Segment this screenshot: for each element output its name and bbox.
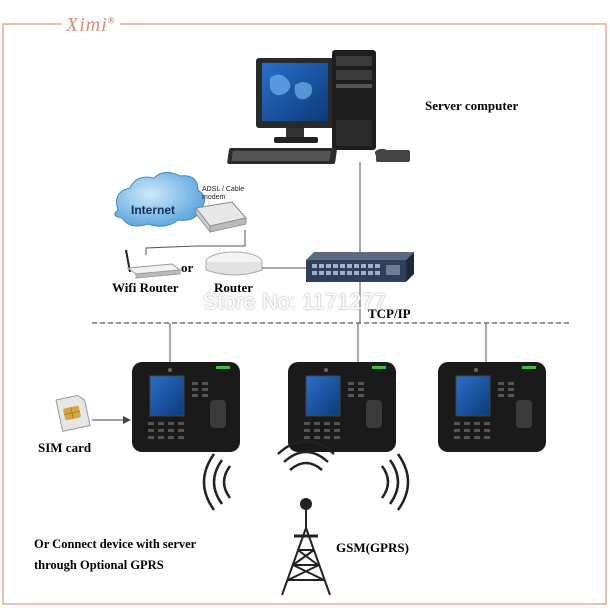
terminal-device-1 <box>132 362 240 452</box>
server-computer-label: Server computer <box>425 98 519 113</box>
gsm-label: GSM(GPRS) <box>336 540 409 555</box>
brand-logo: Ximi® <box>62 14 120 37</box>
adsl-modem <box>195 201 247 234</box>
or-label: or <box>181 260 194 275</box>
internet-cloud <box>114 172 205 227</box>
sim-card <box>55 394 91 432</box>
gprs-note-line1: Or Connect device with server <box>34 537 197 551</box>
terminal-device-3 <box>438 362 546 452</box>
network-switch <box>306 252 414 282</box>
gprs-note-line2: through Optional GPRS <box>34 558 164 572</box>
signal-waves-icon <box>202 439 410 511</box>
server-computer <box>227 50 410 164</box>
modem-link <box>196 230 246 247</box>
router-device <box>205 251 263 276</box>
store-watermark: Store No: 1171277 <box>203 289 387 314</box>
router-link <box>145 245 197 255</box>
internet-label: Internet <box>131 203 176 217</box>
tcpip-label: TCP/IP <box>368 306 411 321</box>
gsm-tower <box>281 498 331 596</box>
frame-border <box>2 23 607 605</box>
router-label: Router <box>214 280 253 295</box>
modem-label: ADSL / Cable modem <box>202 186 245 201</box>
wifi-router-device <box>125 249 182 279</box>
wifi-router-label: Wifi Router <box>112 280 179 295</box>
sim-card-label: SIM card <box>38 440 92 455</box>
terminal-device-2 <box>288 362 396 452</box>
